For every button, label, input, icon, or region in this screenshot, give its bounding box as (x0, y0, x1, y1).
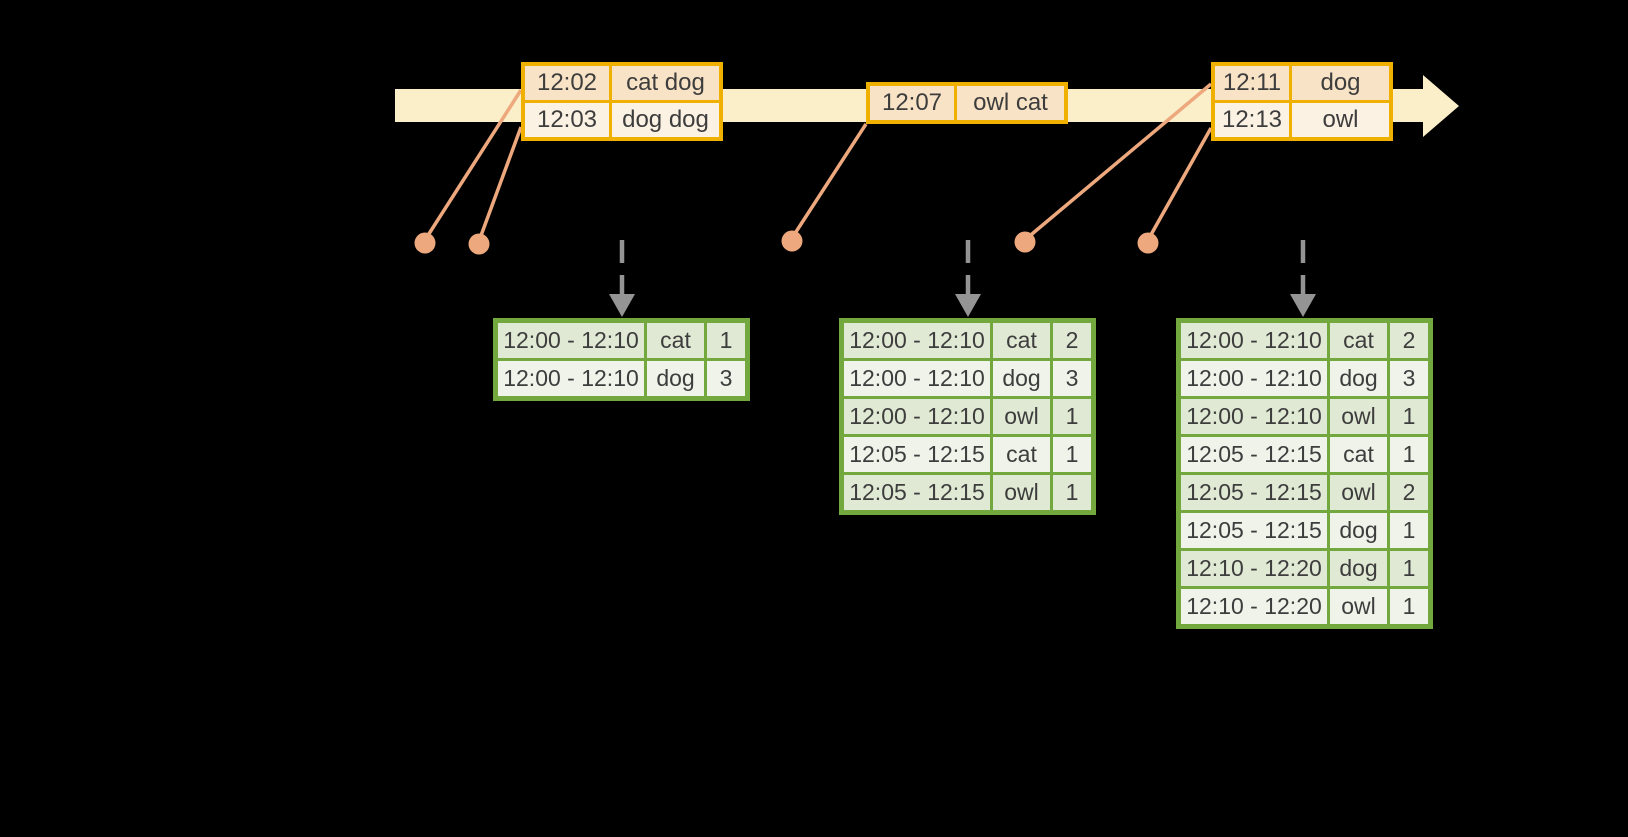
event-row: 12:02 cat dog (525, 66, 719, 100)
count-cell: 2 (1390, 323, 1428, 358)
result-row: 12:00 - 12:10 dog 3 (1181, 361, 1428, 396)
result-table-3: 12:00 - 12:10 cat 2 12:00 - 12:10 dog 3 … (1176, 318, 1433, 629)
count-cell: 1 (707, 323, 745, 358)
event-time-cell: 12:07 (870, 86, 954, 120)
word-cell: cat (647, 323, 704, 358)
event-time-cell: 12:11 (1215, 66, 1289, 100)
event-connector-line (1024, 82, 1213, 241)
word-cell: dog (993, 361, 1050, 396)
result-table-2: 12:00 - 12:10 cat 2 12:00 - 12:10 dog 3 … (839, 318, 1096, 515)
count-cell: 2 (1390, 475, 1428, 510)
result-row: 12:10 - 12:20 dog 1 (1181, 551, 1428, 586)
event-row: 12:07 owl cat (870, 86, 1064, 120)
window-cell: 12:00 - 12:10 (498, 323, 644, 358)
event-connector-line (423, 89, 523, 241)
trigger-arrow-icon (955, 240, 981, 317)
event-row: 12:11 dog (1215, 66, 1389, 100)
count-cell: 3 (1390, 361, 1428, 396)
result-row: 12:05 - 12:15 cat 1 (844, 437, 1091, 472)
result-row: 12:00 - 12:10 cat 2 (1181, 323, 1428, 358)
result-row: 12:00 - 12:10 owl 1 (844, 399, 1091, 434)
word-cell: cat (993, 323, 1050, 358)
window-cell: 12:05 - 12:15 (1181, 475, 1327, 510)
event-connector-line (790, 123, 868, 239)
window-cell: 12:00 - 12:10 (1181, 399, 1327, 434)
result-row: 12:00 - 12:10 cat 2 (844, 323, 1091, 358)
result-row: 12:05 - 12:15 owl 2 (1181, 475, 1428, 510)
event-words-cell: cat dog (612, 66, 719, 100)
word-cell: dog (1330, 513, 1387, 548)
window-cell: 12:00 - 12:10 (844, 399, 990, 434)
word-cell: dog (647, 361, 704, 396)
count-cell: 1 (1390, 437, 1428, 472)
event-row: 12:13 owl (1215, 103, 1389, 137)
count-cell: 1 (1053, 399, 1091, 434)
word-cell: cat (993, 437, 1050, 472)
event-connector-line (477, 126, 523, 242)
event-time-cell: 12:02 (525, 66, 609, 100)
count-cell: 1 (1390, 589, 1428, 624)
window-cell: 12:10 - 12:20 (1181, 551, 1327, 586)
word-cell: owl (1330, 475, 1387, 510)
result-row: 12:00 - 12:10 owl 1 (1181, 399, 1428, 434)
result-row: 12:00 - 12:10 dog 3 (844, 361, 1091, 396)
result-row: 12:05 - 12:15 dog 1 (1181, 513, 1428, 548)
timeline-arrowhead-icon (1423, 75, 1459, 137)
event-words-cell: owl (1292, 103, 1389, 137)
word-cell: owl (993, 399, 1050, 434)
count-cell: 3 (707, 361, 745, 396)
event-table-1: 12:02 cat dog 12:03 dog dog (521, 62, 723, 141)
event-connector-line (1146, 127, 1213, 241)
count-cell: 1 (1390, 551, 1428, 586)
result-row: 12:05 - 12:15 cat 1 (1181, 437, 1428, 472)
word-cell: dog (1330, 361, 1387, 396)
word-cell: owl (1330, 589, 1387, 624)
result-table-1: 12:00 - 12:10 cat 1 12:00 - 12:10 dog 3 (493, 318, 750, 401)
event-words-cell: owl cat (957, 86, 1064, 120)
word-cell: owl (993, 475, 1050, 510)
window-cell: 12:05 - 12:15 (844, 437, 990, 472)
window-cell: 12:05 - 12:15 (1181, 437, 1327, 472)
window-cell: 12:00 - 12:10 (1181, 361, 1327, 396)
count-cell: 3 (1053, 361, 1091, 396)
result-row: 12:05 - 12:15 owl 1 (844, 475, 1091, 510)
event-table-2: 12:07 owl cat (866, 82, 1068, 124)
event-dot-icon (414, 232, 436, 254)
event-connectors (423, 82, 1213, 242)
trigger-arrow-icon (1290, 240, 1316, 317)
event-dot-icon (1014, 231, 1036, 253)
word-cell: owl (1330, 399, 1387, 434)
event-dot-icon (1137, 232, 1159, 254)
event-words-cell: dog dog (612, 103, 719, 137)
word-cell: cat (1330, 323, 1387, 358)
window-cell: 12:05 - 12:15 (844, 475, 990, 510)
window-cell: 12:10 - 12:20 (1181, 589, 1327, 624)
count-cell: 1 (1053, 437, 1091, 472)
result-row: 12:00 - 12:10 cat 1 (498, 323, 745, 358)
window-cell: 12:00 - 12:10 (498, 361, 644, 396)
window-cell: 12:05 - 12:15 (1181, 513, 1327, 548)
event-dots (414, 230, 1159, 255)
event-dot-icon (468, 233, 490, 255)
window-cell: 12:00 - 12:10 (844, 323, 990, 358)
event-time-cell: 12:03 (525, 103, 609, 137)
trigger-arrows (609, 240, 1316, 317)
count-cell: 1 (1390, 399, 1428, 434)
event-row: 12:03 dog dog (525, 103, 719, 137)
event-table-3: 12:11 dog 12:13 owl (1211, 62, 1393, 141)
count-cell: 1 (1390, 513, 1428, 548)
count-cell: 1 (1053, 475, 1091, 510)
event-time-cell: 12:13 (1215, 103, 1289, 137)
word-cell: dog (1330, 551, 1387, 586)
event-words-cell: dog (1292, 66, 1389, 100)
word-cell: cat (1330, 437, 1387, 472)
result-row: 12:10 - 12:20 owl 1 (1181, 589, 1428, 624)
window-cell: 12:00 - 12:10 (844, 361, 990, 396)
count-cell: 2 (1053, 323, 1091, 358)
result-row: 12:00 - 12:10 dog 3 (498, 361, 745, 396)
event-dot-icon (781, 230, 803, 252)
window-cell: 12:00 - 12:10 (1181, 323, 1327, 358)
trigger-arrow-icon (609, 240, 635, 317)
